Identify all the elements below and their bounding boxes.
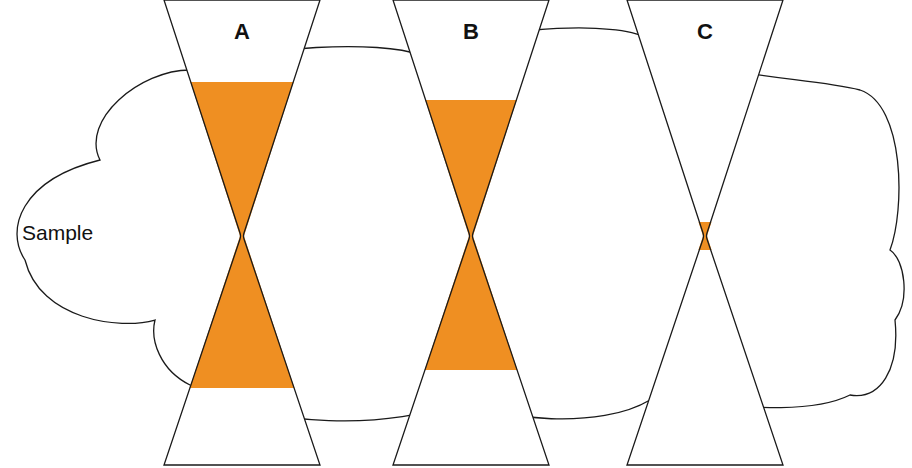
hourglass-shape	[393, 0, 549, 465]
cone-fill	[164, 0, 320, 465]
hourglass-shape	[627, 0, 783, 465]
sample-label: Sample	[22, 221, 93, 245]
cone-outline	[627, 0, 783, 465]
cone-label: B	[393, 19, 549, 44]
hourglass-shape	[164, 0, 320, 465]
light-cone: B	[393, 0, 549, 465]
cone-fill	[627, 0, 783, 465]
cone-outline	[164, 0, 320, 465]
cone-fill	[393, 0, 549, 465]
light-cone: C	[627, 0, 783, 465]
cone-outline	[393, 0, 549, 465]
cone-label: C	[627, 19, 783, 44]
cone-label: A	[164, 19, 320, 44]
light-cone: A	[164, 0, 320, 465]
